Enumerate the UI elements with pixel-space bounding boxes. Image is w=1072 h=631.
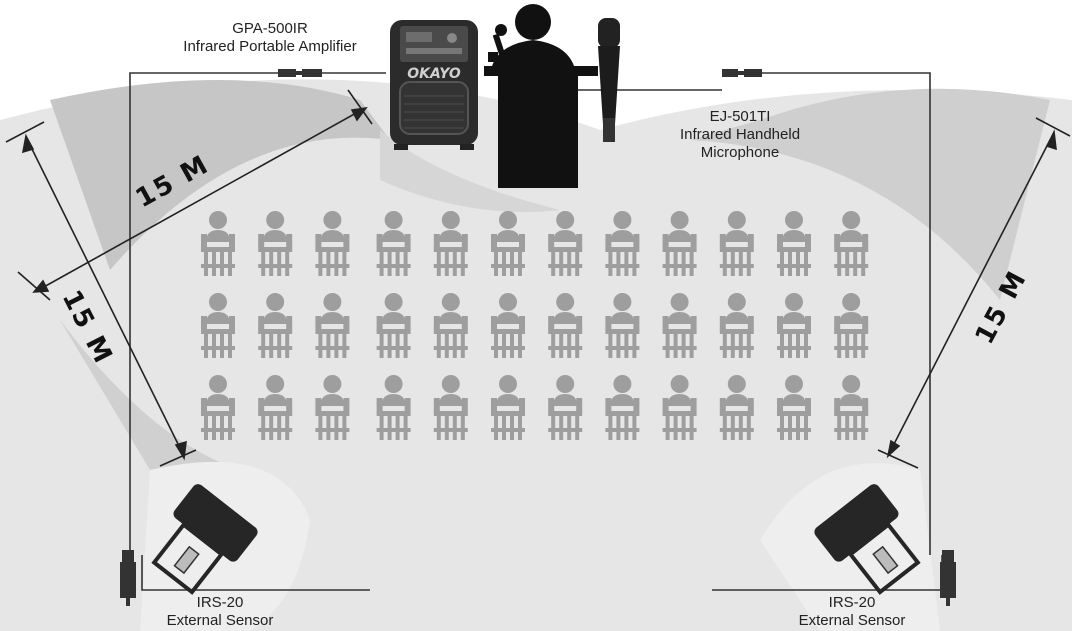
handheld-microphone [598, 18, 620, 142]
microphone-model: EJ-501TI [709, 108, 771, 125]
distance-arrow-top [17, 89, 373, 301]
amplifier-brand-logo: OKAYO [407, 66, 461, 82]
amplifier-label: GPA-500IR Infrared Portable Amplifier [150, 20, 390, 56]
audience-seat [662, 211, 697, 276]
audience-seat [662, 293, 697, 358]
sensor-left-description: External Sensor [166, 612, 274, 629]
audience-seat [605, 211, 640, 276]
audience-seat [258, 375, 293, 440]
audience-seat [605, 375, 640, 440]
sensor-left-device [151, 484, 258, 595]
audience-seat [201, 211, 235, 276]
sensor-right-label: IRS-20 External Sensor [762, 594, 942, 630]
audience-seating [201, 211, 869, 440]
audience-seat [777, 211, 811, 276]
cable-connector-left [120, 550, 136, 606]
audience-seat [548, 211, 583, 276]
amplifier-description: Infrared Portable Amplifier [183, 38, 357, 55]
sensor-right-model: IRS-20 [828, 594, 876, 611]
audience-seat [433, 375, 468, 440]
amplifier-model: GPA-500IR [232, 20, 308, 37]
audience-seat [315, 293, 350, 358]
sensor-right-device [814, 484, 921, 595]
cable-connector-top-right [722, 69, 762, 77]
audience-seat [719, 211, 754, 276]
audience-seat [376, 211, 411, 276]
audience-seat [376, 375, 411, 440]
audience-seat [433, 293, 468, 358]
audience-seat [719, 293, 754, 358]
audience-seat [491, 375, 525, 440]
audience-seat [662, 375, 697, 440]
sensor-left-model: IRS-20 [196, 594, 244, 611]
distance-arrow-right [877, 117, 1071, 469]
audience-seat [777, 293, 811, 358]
audience-seat [491, 293, 525, 358]
audience-seat [258, 211, 293, 276]
audience-seat [201, 375, 235, 440]
audience-seat [605, 293, 640, 358]
amplifier-device: OKAYO [390, 20, 478, 150]
audience-seat [548, 293, 583, 358]
microphone-description-line2: Microphone [700, 144, 780, 161]
sensor-left-label: IRS-20 External Sensor [130, 594, 310, 630]
audience-seat [258, 293, 293, 358]
microphone-label: EJ-501TI Infrared Handheld Microphone [640, 108, 840, 162]
audience-seat [376, 293, 411, 358]
sensor-right-description: External Sensor [798, 612, 906, 629]
audience-seat [719, 375, 754, 440]
presenter-at-podium [484, 4, 598, 188]
audience-seat [834, 375, 869, 440]
audience-seat [834, 293, 869, 358]
audience-seat [777, 375, 811, 440]
cable-connector-right [940, 550, 956, 606]
audience-seat [548, 375, 583, 440]
cable-connector-top-left [278, 69, 322, 77]
audience-seat [834, 211, 869, 276]
distance-arrow-left [5, 121, 197, 467]
audience-seat [491, 211, 525, 276]
audience-seat [315, 375, 350, 440]
audience-seat [201, 293, 235, 358]
audience-seat [315, 211, 350, 276]
microphone-description-line1: Infrared Handheld [679, 126, 801, 143]
audience-seat [433, 211, 468, 276]
